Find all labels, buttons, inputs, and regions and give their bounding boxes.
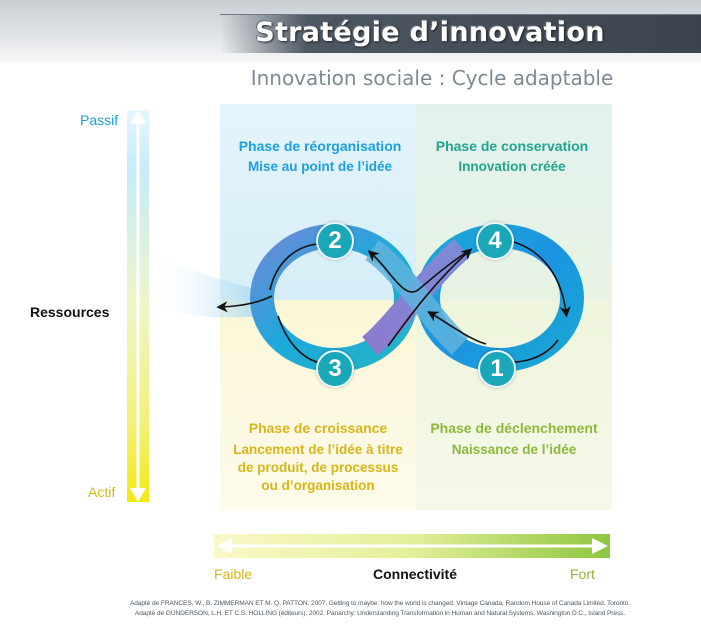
phase-number-4: 4 (476, 222, 514, 260)
crossing-band-upper (365, 239, 469, 355)
axis-label-faible: Faible (214, 566, 253, 582)
axis-label-ressources: Ressources (30, 304, 110, 320)
axis-label-fort: Fort (570, 566, 595, 582)
arrow-right-loop-top (505, 239, 571, 318)
phase-croissance-subtitle-line-3: ou d’organisation (261, 478, 375, 493)
arrow-exit (216, 295, 273, 313)
arrow-up-right (387, 248, 473, 347)
axis-label-connectivite: Connectivité (372, 566, 457, 582)
phase-reorganisation-title: Phase de réorganisation (238, 138, 402, 154)
phase-croissance-subtitle-line-2: de produit, de processus (237, 460, 399, 475)
title-bar (220, 14, 701, 53)
exit-tail (150, 256, 262, 318)
source-note-1: Adapté de FRANCES, W., B. ZIMMERMAN ET M… (129, 600, 631, 607)
phase-number-2: 2 (316, 222, 354, 260)
axis-label-passif: Passif (80, 112, 119, 128)
phase-croissance-title: Phase de croissance (248, 420, 388, 436)
source-note-2: Adapté de GUNDERSON, L.H. ET C.S. HOLLIN… (134, 610, 626, 617)
phase-reorganisation-subtitle: Mise au point de l’idée (247, 159, 393, 174)
phase-croissance-subtitle-line-1: Lancement de l’idée à titre (233, 442, 403, 457)
phase-declenchement-title: Phase de déclenchement (430, 420, 598, 436)
axis-label-actif: Actif (88, 484, 116, 500)
connectivity-arrow-left-head (216, 538, 232, 554)
arrow-4-to-2 (367, 249, 471, 293)
page-title: Stratégie d’innovation (255, 17, 605, 48)
connectivity-arrow-right-head (592, 538, 608, 554)
resource-arrow-top-head (130, 110, 146, 124)
arrow-2-to-left (269, 243, 319, 291)
phase-conservation-subtitle: Innovation créée (458, 159, 566, 174)
arrow-1-to-upper-right (427, 311, 487, 345)
resource-arrow-bottom-head (130, 488, 146, 502)
phase-declenchement-subtitle: Naissance de l’idée (451, 442, 577, 457)
phase-number-1: 1 (478, 350, 516, 388)
phase-conservation-title: Phase de conservation (435, 138, 589, 154)
page-subtitle: Innovation sociale : Cycle adaptable (250, 66, 614, 90)
phase-number-3: 3 (316, 350, 354, 388)
